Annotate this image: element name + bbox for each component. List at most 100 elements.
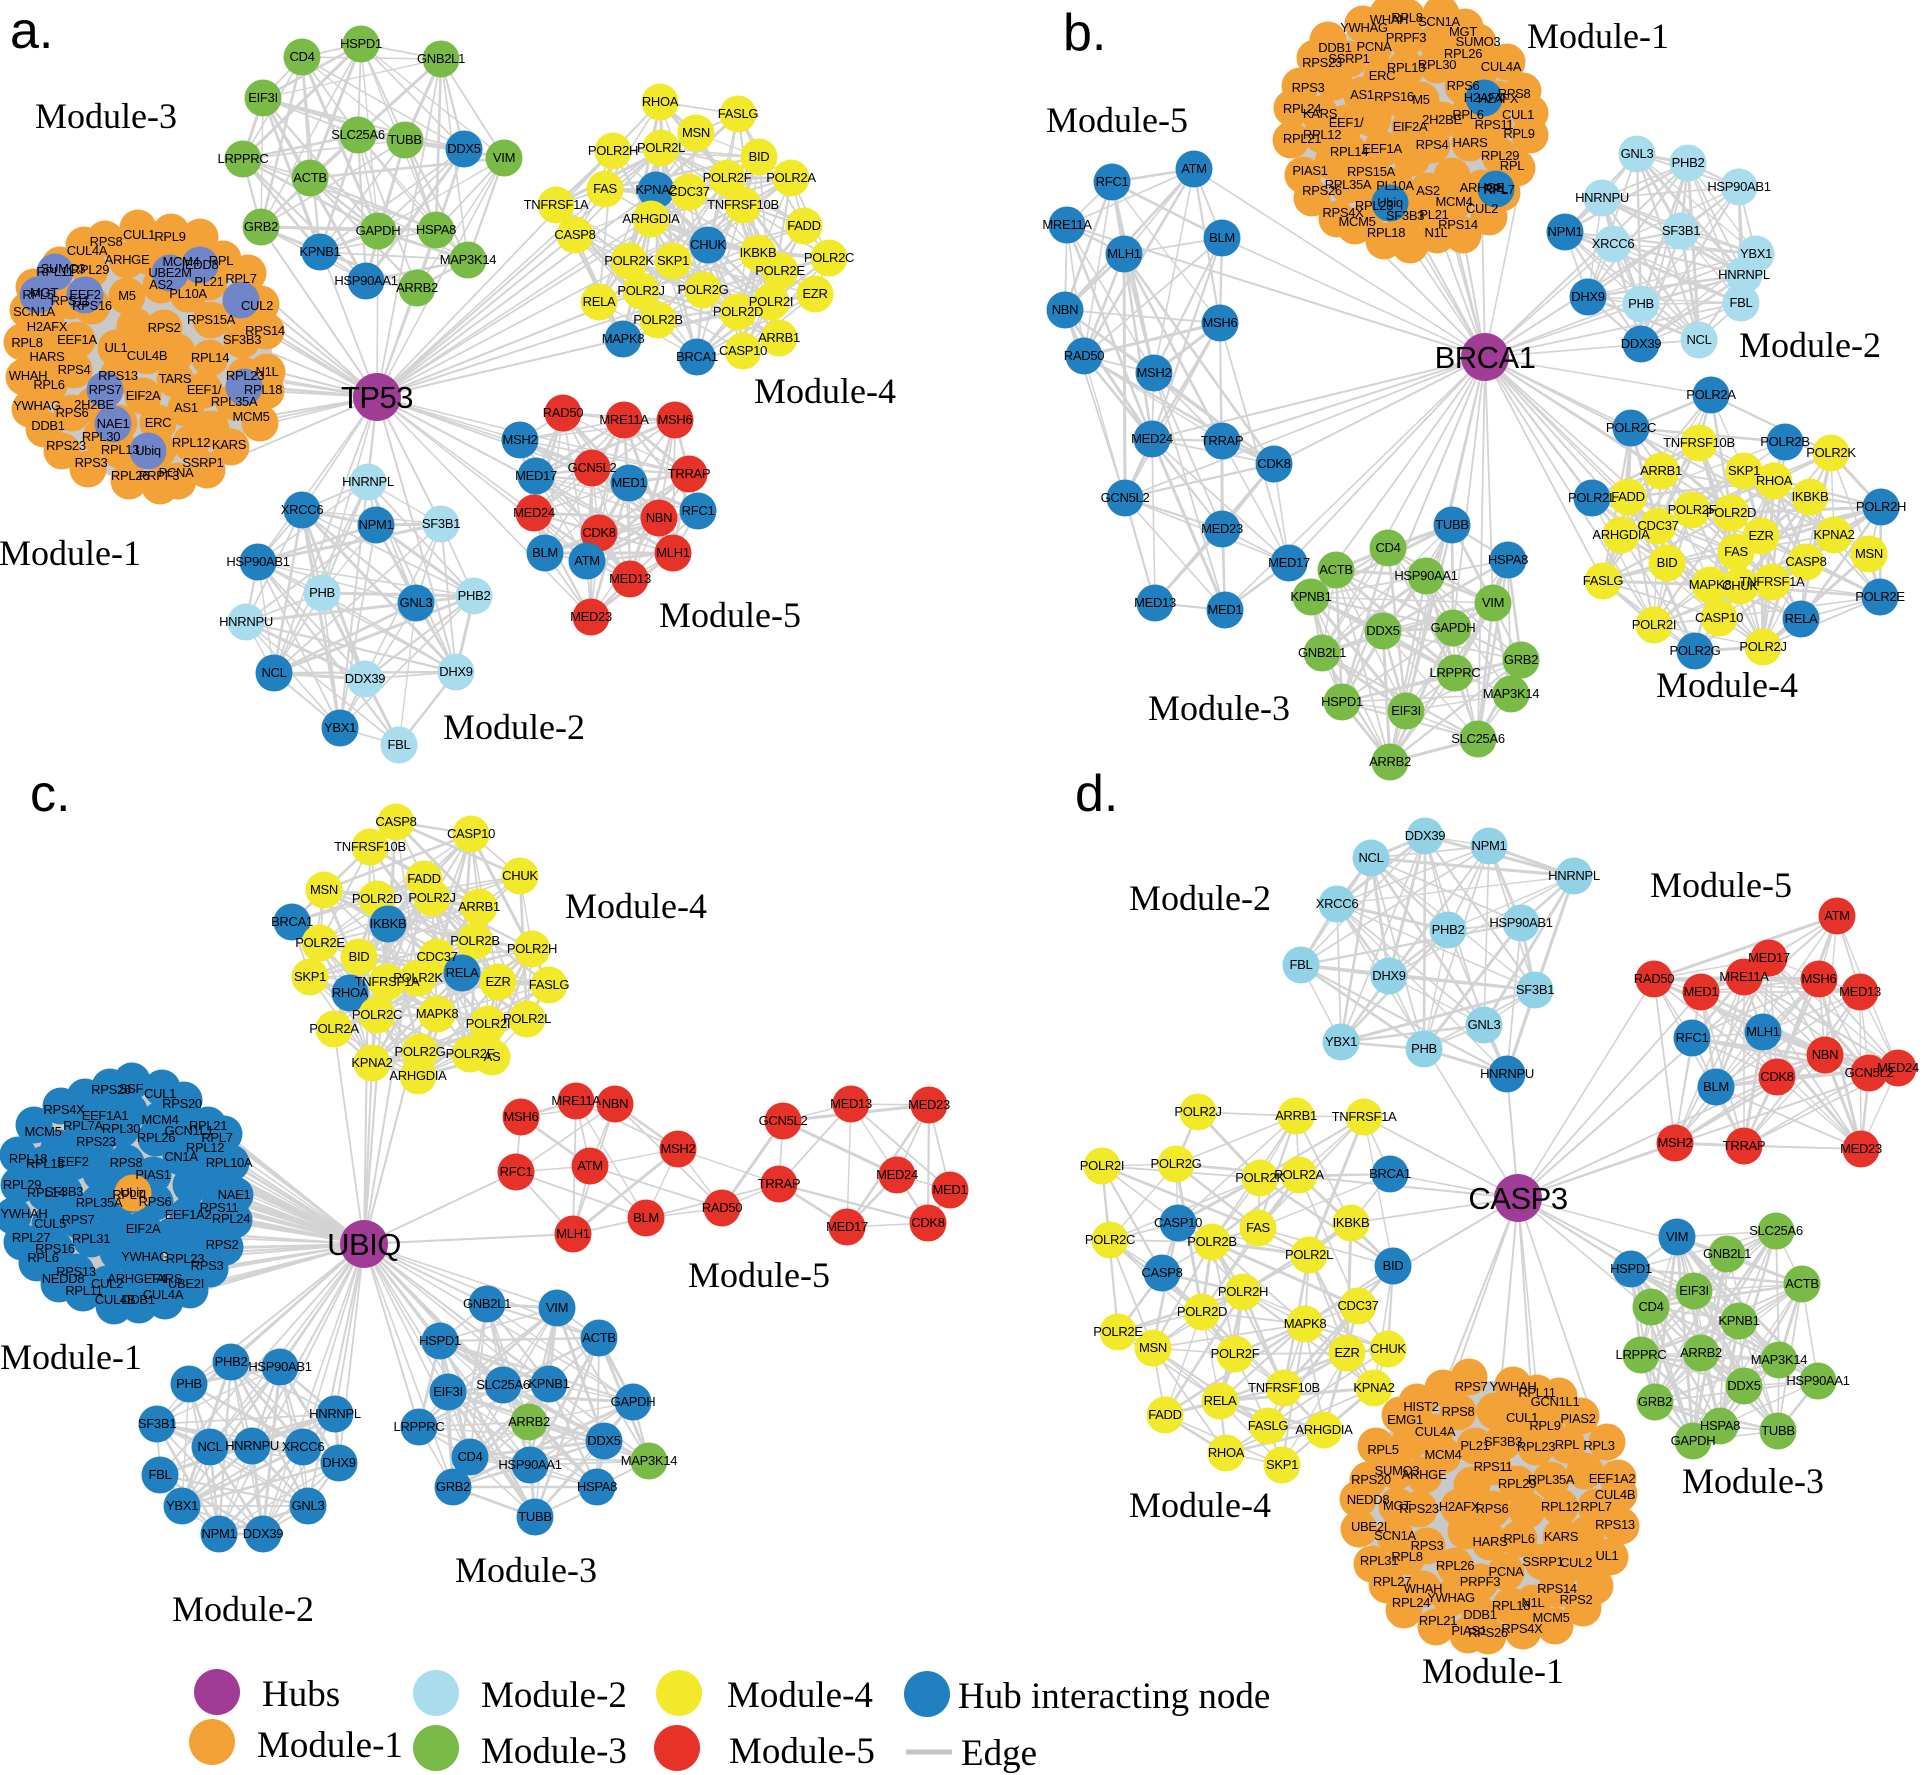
svg-text:ARHGE: ARHGE <box>1402 1467 1447 1482</box>
svg-text:MAPK8: MAPK8 <box>1689 577 1732 592</box>
svg-text:ARHGDIA: ARHGDIA <box>1592 527 1650 542</box>
svg-text:DDB1: DDB1 <box>121 1292 155 1307</box>
svg-text:FBL: FBL <box>1730 295 1753 310</box>
svg-text:NPM1: NPM1 <box>1548 224 1583 239</box>
svg-text:SLC25A6: SLC25A6 <box>1451 731 1505 746</box>
svg-text:YBX1: YBX1 <box>324 720 356 735</box>
svg-text:Hubs: Hubs <box>262 1674 340 1715</box>
svg-text:NEDD8: NEDD8 <box>1347 1492 1390 1507</box>
svg-text:RPS8: RPS8 <box>110 1155 143 1170</box>
svg-text:RPS26: RPS26 <box>91 1082 131 1097</box>
svg-text:MED17: MED17 <box>515 468 557 483</box>
svg-text:RHOA: RHOA <box>1208 1445 1245 1460</box>
svg-text:RPL31: RPL31 <box>72 1231 110 1246</box>
svg-text:IKBKB: IKBKB <box>1792 489 1829 504</box>
svg-text:POLR2A: POLR2A <box>1274 1167 1324 1182</box>
svg-text:RPS13: RPS13 <box>98 368 138 383</box>
svg-text:RPS11: RPS11 <box>51 293 90 308</box>
svg-text:RPL26: RPL26 <box>137 1130 175 1145</box>
svg-text:EZR: EZR <box>1334 1345 1359 1360</box>
svg-text:GNB2L1: GNB2L1 <box>463 1296 511 1311</box>
svg-text:CUL4A: CUL4A <box>67 243 108 258</box>
svg-text:MSH2: MSH2 <box>661 1141 696 1156</box>
svg-text:MSN: MSN <box>1139 1340 1167 1355</box>
svg-text:POLR2D: POLR2D <box>1177 1304 1227 1319</box>
svg-text:KPNA2: KPNA2 <box>351 1055 392 1070</box>
svg-text:Module-2: Module-2 <box>1129 878 1271 918</box>
svg-text:MED1: MED1 <box>933 1182 968 1197</box>
svg-text:BID: BID <box>1383 1258 1404 1273</box>
svg-text:MED23: MED23 <box>1201 521 1243 536</box>
svg-text:SLC25A6: SLC25A6 <box>476 1377 530 1392</box>
svg-text:RPL10A: RPL10A <box>206 1155 253 1170</box>
svg-text:RPL27: RPL27 <box>12 1230 50 1245</box>
svg-text:Module-5: Module-5 <box>659 595 801 635</box>
svg-text:RPL35A: RPL35A <box>76 1195 123 1210</box>
svg-text:EEF2: EEF2 <box>69 287 100 302</box>
svg-text:MSH2: MSH2 <box>503 432 538 447</box>
svg-text:ARHGE: ARHGE <box>1460 180 1505 195</box>
svg-text:POLR2J: POLR2J <box>408 890 455 905</box>
svg-text:CDC37: CDC37 <box>1337 1298 1378 1313</box>
svg-text:NCL: NCL <box>261 665 286 680</box>
svg-text:RPL7: RPL7 <box>112 1187 143 1202</box>
svg-text:EEF1/: EEF1/ <box>1329 115 1364 130</box>
svg-text:RPS14: RPS14 <box>1537 1581 1577 1596</box>
svg-text:NPM1: NPM1 <box>359 517 394 532</box>
svg-text:KARS: KARS <box>1303 106 1338 121</box>
svg-text:KPNA2: KPNA2 <box>1813 527 1854 542</box>
svg-text:PRPF3: PRPF3 <box>1460 1574 1500 1589</box>
svg-text:Module-3: Module-3 <box>455 1550 597 1590</box>
svg-text:DDX39: DDX39 <box>345 671 385 686</box>
svg-text:PIAS1: PIAS1 <box>135 1167 170 1182</box>
svg-text:POLR2C: POLR2C <box>1085 1232 1135 1247</box>
svg-text:POLR2F: POLR2F <box>703 170 752 185</box>
svg-text:BID: BID <box>1657 555 1678 570</box>
svg-text:RPL14: RPL14 <box>27 1185 65 1200</box>
svg-text:HSP90AB1: HSP90AB1 <box>226 554 289 569</box>
svg-text:FADD: FADD <box>407 871 440 886</box>
svg-text:Module-2: Module-2 <box>1739 325 1881 365</box>
svg-text:GNB2L1: GNB2L1 <box>417 51 465 66</box>
svg-text:a.: a. <box>10 2 53 60</box>
svg-text:PRPF3: PRPF3 <box>1386 30 1426 45</box>
svg-text:TNFRSF1A: TNFRSF1A <box>355 974 420 989</box>
svg-text:RELA: RELA <box>1785 611 1818 626</box>
svg-text:PCNA: PCNA <box>1357 39 1393 54</box>
svg-text:Module-2: Module-2 <box>172 1589 314 1629</box>
svg-text:POLR2E: POLR2E <box>1855 589 1905 604</box>
svg-text:SF3B1: SF3B1 <box>138 1416 176 1431</box>
svg-text:HSP90AA1: HSP90AA1 <box>334 273 397 288</box>
svg-text:GAPDH: GAPDH <box>611 1394 656 1409</box>
svg-text:RFC1: RFC1 <box>500 1164 533 1179</box>
svg-text:FBL: FBL <box>149 1467 172 1482</box>
svg-text:ACTB: ACTB <box>293 170 326 185</box>
svg-text:RPS23: RPS23 <box>46 438 86 453</box>
svg-text:CUL4A: CUL4A <box>1481 59 1522 74</box>
svg-text:MSN: MSN <box>310 882 338 897</box>
svg-text:RPL7: RPL7 <box>225 271 256 286</box>
svg-text:RHOA: RHOA <box>1756 473 1793 488</box>
svg-text:CASP10: CASP10 <box>719 343 767 358</box>
svg-text:CASP8: CASP8 <box>375 814 416 829</box>
svg-text:Module-1: Module-1 <box>0 533 141 573</box>
svg-text:RPS11: RPS11 <box>1474 1459 1513 1474</box>
svg-text:SF3B3: SF3B3 <box>223 332 261 347</box>
svg-text:RPL26: RPL26 <box>1436 1558 1474 1573</box>
svg-text:FBL: FBL <box>1290 957 1313 972</box>
svg-text:LRPPRC: LRPPRC <box>394 1419 445 1434</box>
svg-text:YWHAG: YWHAG <box>1340 20 1388 35</box>
svg-text:POLR2K: POLR2K <box>393 970 443 985</box>
svg-text:ARRB1: ARRB1 <box>1640 463 1682 478</box>
svg-text:RPS3: RPS3 <box>75 455 108 470</box>
svg-text:TARS: TARS <box>150 1271 183 1286</box>
svg-text:LRPPRC: LRPPRC <box>218 151 269 166</box>
svg-text:POLR2E: POLR2E <box>1093 1324 1143 1339</box>
svg-text:PHB: PHB <box>309 585 335 600</box>
svg-text:GRB2: GRB2 <box>244 219 278 234</box>
svg-text:MRE11A: MRE11A <box>551 1093 601 1108</box>
svg-text:RPS16: RPS16 <box>35 1241 75 1256</box>
svg-text:RPL6: RPL6 <box>1452 107 1483 122</box>
svg-text:CASP10: CASP10 <box>1154 1215 1202 1230</box>
svg-text:CASP8: CASP8 <box>1785 554 1826 569</box>
